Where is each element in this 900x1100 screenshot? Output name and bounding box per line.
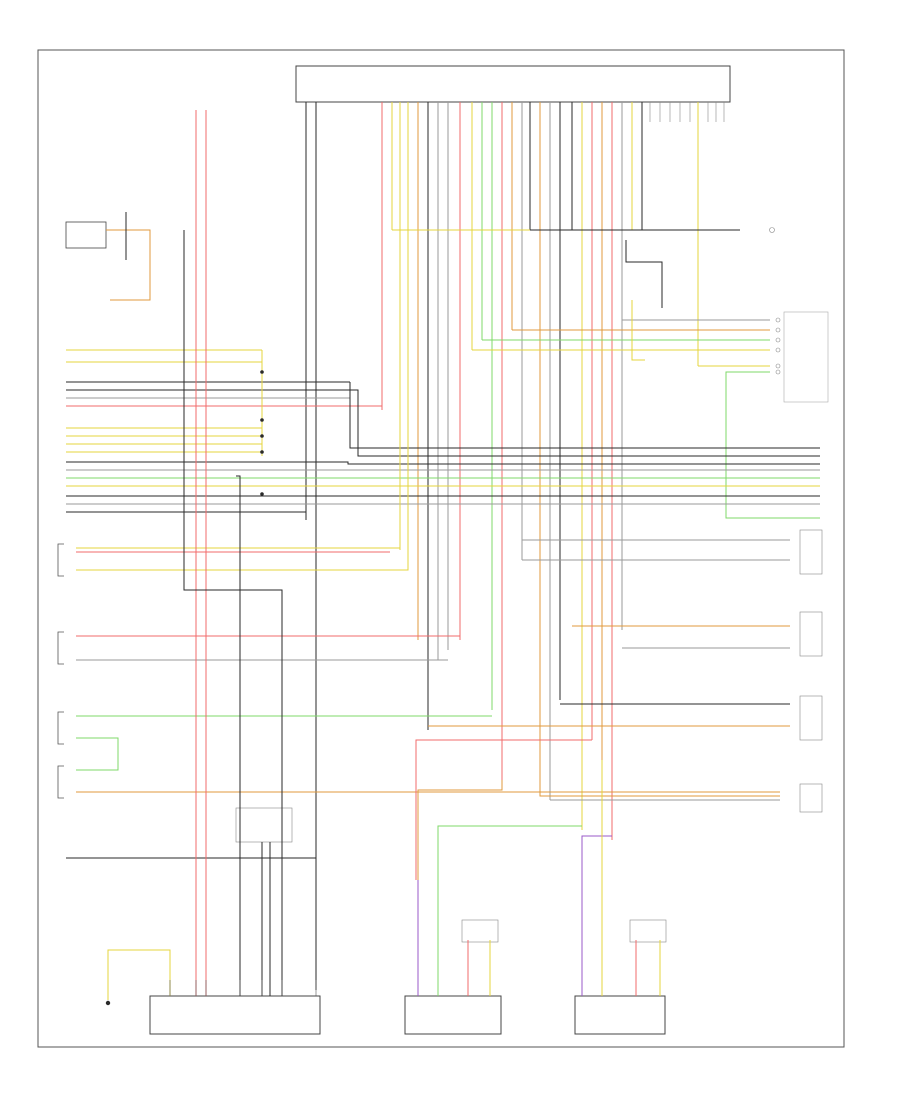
speed-sensor-right xyxy=(629,919,667,943)
top-control-module xyxy=(295,65,731,103)
right-connector-1 xyxy=(783,311,829,403)
right-sensor-wires xyxy=(428,539,790,801)
left-connectors xyxy=(57,543,64,799)
vertical-wires xyxy=(305,102,699,990)
top-horizontal-wires xyxy=(392,229,820,519)
splice-dots xyxy=(105,370,264,1006)
relay-box xyxy=(65,221,107,249)
bottom-module-right xyxy=(574,995,666,1035)
sensor-2 xyxy=(799,611,823,657)
bottom-feed-wires xyxy=(415,739,661,996)
left-module-feed xyxy=(106,110,283,1000)
left-bus-wires xyxy=(66,102,820,513)
bottom-module-left xyxy=(149,995,321,1035)
speed-sensor-mid xyxy=(461,919,499,943)
connector-pins xyxy=(649,102,725,122)
left-sensor-wires xyxy=(66,102,780,859)
bottom-module-mid xyxy=(404,995,502,1035)
sensor-1 xyxy=(799,529,823,575)
diagram-frame xyxy=(37,49,845,1048)
sensor-3 xyxy=(799,695,823,741)
sensor-4 xyxy=(799,783,823,813)
right-pins xyxy=(769,227,781,375)
splice-box xyxy=(235,807,293,843)
bottom-connector-pins xyxy=(169,980,317,996)
